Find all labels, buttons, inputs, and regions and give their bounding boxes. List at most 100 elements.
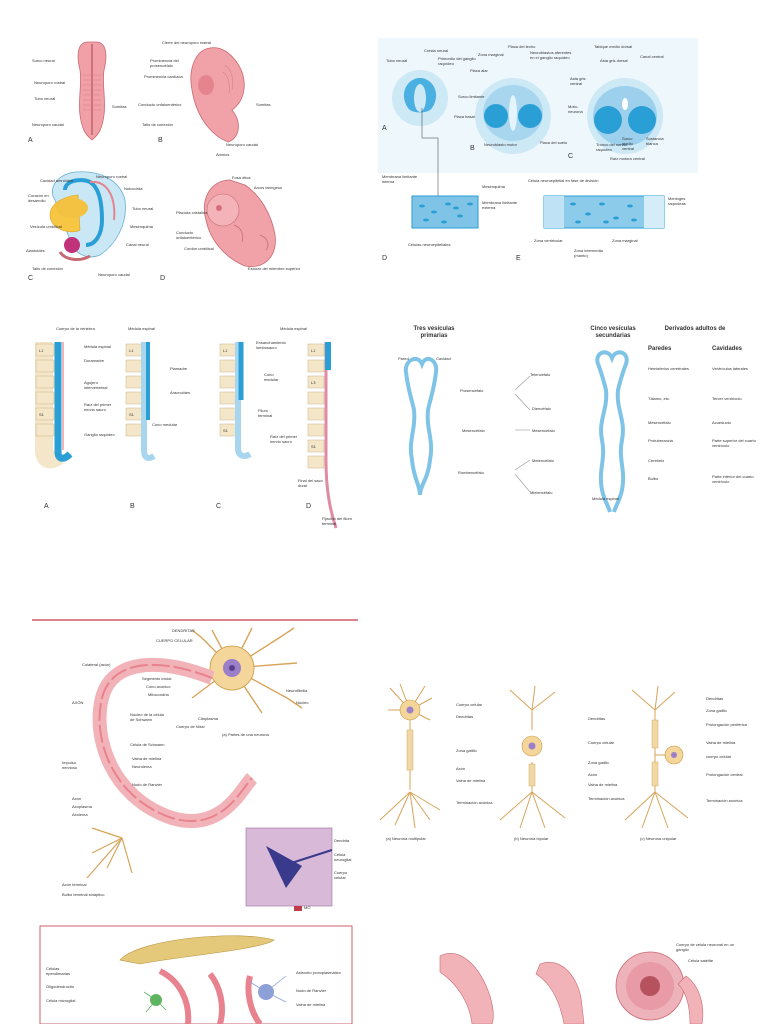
column-b: [125, 342, 156, 461]
letter-a: A: [28, 137, 33, 144]
letter-2d: D: [382, 255, 388, 262]
label-neuroporo-rostral: Neuroporo rostral: [34, 80, 66, 85]
cav-tercer: Tercer ventrículo: [712, 396, 742, 401]
letter-2b: B: [470, 145, 475, 152]
cav-superior: Parte superior del cuarto ventrículo: [712, 438, 756, 448]
label-prominencia-prosencefalo: Prominencia del prosencéfalo: [150, 58, 179, 68]
label-neurolema: Neurolema: [132, 764, 152, 769]
type-a-dendritas: Dendritas: [456, 714, 474, 719]
label-ensanchamiento: Ensanchamiento lumbosacro: [256, 340, 286, 350]
label-arcos: Arcos faríngeos: [254, 185, 283, 190]
label-tallo-c: Tallo de conexión: [32, 266, 63, 271]
label-somitas-a: Somitas: [112, 104, 127, 109]
vert-l1-b: L1: [129, 348, 134, 353]
label-cresta-neural: Cresta neural: [424, 48, 449, 53]
label-schwann: Célula de Schwann: [130, 742, 165, 747]
label-raiz-c: Raíz del primer nervio sacro: [270, 434, 298, 444]
panel-ganglion: Cuerpo de célula neuronal en un ganglio …: [420, 936, 740, 1024]
letter-3b: B: [130, 503, 135, 510]
label-cierre-neuroporo: Cierre del neuroporo rostral: [162, 40, 211, 45]
caption-unipolar: (c) Neurona unipolar: [640, 836, 677, 841]
label-cono-b: Cono medular: [152, 422, 178, 427]
neuron-types-illustration: [379, 683, 689, 829]
label-membrana-externa: Membrana limitante externa: [482, 200, 518, 210]
wall-protuberancia: Protuberancia: [648, 438, 673, 443]
label-rombencefalo: Rombencéfalo: [458, 470, 484, 475]
header-cavidades: Cavidades: [712, 346, 743, 352]
glia-microglial: Célula microglial: [46, 998, 76, 1003]
label-celula-division: Célula neuroepitelial en fase de divisió…: [528, 178, 599, 183]
column-d: [307, 342, 338, 529]
label-diencefalo: Diencéfalo: [532, 406, 551, 411]
label-nucleo: Núcleo: [296, 700, 309, 705]
label-celulas-neuroepiteliales: Células neuroepiteliales: [408, 242, 451, 247]
label-neuroporo-caudal-a: Neuroporo caudal: [32, 122, 64, 127]
label-surco-medio: Surco medio ventral: [622, 136, 635, 151]
label-mesencefalo-s: Mesencéfalo: [532, 428, 555, 433]
label-notocorda: Notocorda: [124, 186, 143, 191]
label-filum: Filum terminal: [258, 408, 273, 418]
label-tubo-neural: Tubo neural: [34, 96, 56, 101]
wall-cerebelo: Cerebelo: [648, 458, 665, 463]
neuroglia-illustration: [39, 925, 353, 1024]
caption-multipolar: (a) Neurona multipolar: [386, 836, 426, 841]
type-b-zona: Zona gatillo: [588, 760, 609, 765]
label-neuroporo-caudal-c: Neuroporo caudal: [98, 272, 130, 277]
vert-s1-d: S1: [311, 444, 316, 449]
cav-acueducto: Acueducto: [712, 420, 731, 425]
label-membrana-interna: Membrana limitante interna: [382, 174, 418, 184]
label-asta-dorsal: Asta gris dorsal: [600, 58, 628, 63]
label-neuroporo-rostral-c: Neuroporo rostral: [96, 174, 128, 179]
label-tronco: Tronco del nervio raquídeo: [596, 142, 627, 152]
label-mitocondria: Mitocondria: [148, 692, 169, 697]
label-esbozo: Esbozo del miembro superior: [248, 266, 301, 271]
badge-mo: MO: [304, 905, 311, 910]
label-placa-techo: Placa del techo: [508, 44, 536, 49]
label-cuerpo-ganglio: Cuerpo de célula neuronal en un ganglio: [676, 942, 735, 952]
panel-neurulation: Surco neural Neuroporo rostral Tubo neur…: [20, 30, 340, 290]
label-mesencefalo-p: Mesencéfalo: [462, 428, 485, 433]
vert-l1-a: L1: [39, 348, 44, 353]
spinal-cord-illustration: [35, 342, 338, 529]
panel-spinal-cord: Cuerpo de la vértebra Médula espinal Dur…: [30, 320, 352, 550]
label-cuerpo-celular: CUERPO CELULAR: [156, 638, 193, 643]
panel-neuron-parts: DENDRITAS CUERPO CELULAR Colateral (axón…: [32, 618, 358, 918]
label-prominencia-cardiaca: Prominencia cardíaca: [144, 74, 183, 79]
label-motoneurona: Moto-neurona: [568, 104, 583, 114]
label-conducto-b: Conducto onfaloentérico: [138, 102, 182, 107]
label-medula-d: Médula espinal: [280, 326, 307, 331]
label-placa-alar: Placa alar: [470, 68, 488, 73]
label-mielencefalo: Mielencéfalo: [530, 490, 553, 495]
type-b-axon: Axón: [588, 772, 598, 777]
label-nucleo-schwann: Núcleo de la célula de Schwann: [130, 712, 164, 722]
type-a-terminacion: Terminación axónica: [456, 800, 493, 805]
type-b-dendritas: Dendritas: [588, 716, 606, 721]
label-zona-marginal-e: Zona marginal: [612, 238, 638, 243]
label-mesenquima-2: Mesénquima: [482, 184, 505, 189]
label-surco-limitante: Surco limitante: [458, 94, 485, 99]
ganglion-illustration: [439, 951, 704, 1024]
label-vaina-mielina: Vaina de mielina: [132, 756, 162, 761]
type-b-cuerpo: Cuerpo celular: [588, 740, 615, 745]
caption-bipolar: (b) Neurona bipolar: [514, 836, 549, 841]
label-sustancia-blanca: Sustancia blanca: [646, 136, 664, 146]
label-medula-a: Médula espinal: [84, 344, 111, 349]
glia-nodo: Nodo de Ranvier: [296, 988, 327, 993]
label-axolema: Axolema: [72, 812, 88, 817]
label-somitas-b: Somitas: [256, 102, 271, 107]
neural-tube-illustration: [378, 38, 698, 229]
type-a-cuerpo: Cuerpo celular: [456, 702, 483, 707]
header-paredes: Paredes: [648, 346, 672, 352]
label-primordio: Primordio del ganglio raquídeo: [438, 56, 476, 66]
label-axon-terminal: Axón terminal: [62, 882, 87, 887]
label-cavidad-amniotica: Cavidad amniótica: [40, 178, 73, 183]
label-mesenquima-c: Mesénquima: [130, 224, 153, 229]
label-medula-espinal: Médula espinal: [592, 496, 619, 501]
glia-astrocito: Astrocito protoplasmático: [296, 970, 341, 975]
label-dendrita-mo: Dendrita: [334, 838, 350, 843]
label-dendritas: DENDRITAS: [172, 628, 195, 633]
panel-brain-vesicles: Tres vesículas primarias Cinco vesículas…: [390, 320, 760, 520]
neurulation-illustration: [49, 41, 276, 268]
label-colateral: Colateral (axón): [82, 662, 111, 667]
label-cordon: Cordón umbilical: [184, 246, 214, 251]
